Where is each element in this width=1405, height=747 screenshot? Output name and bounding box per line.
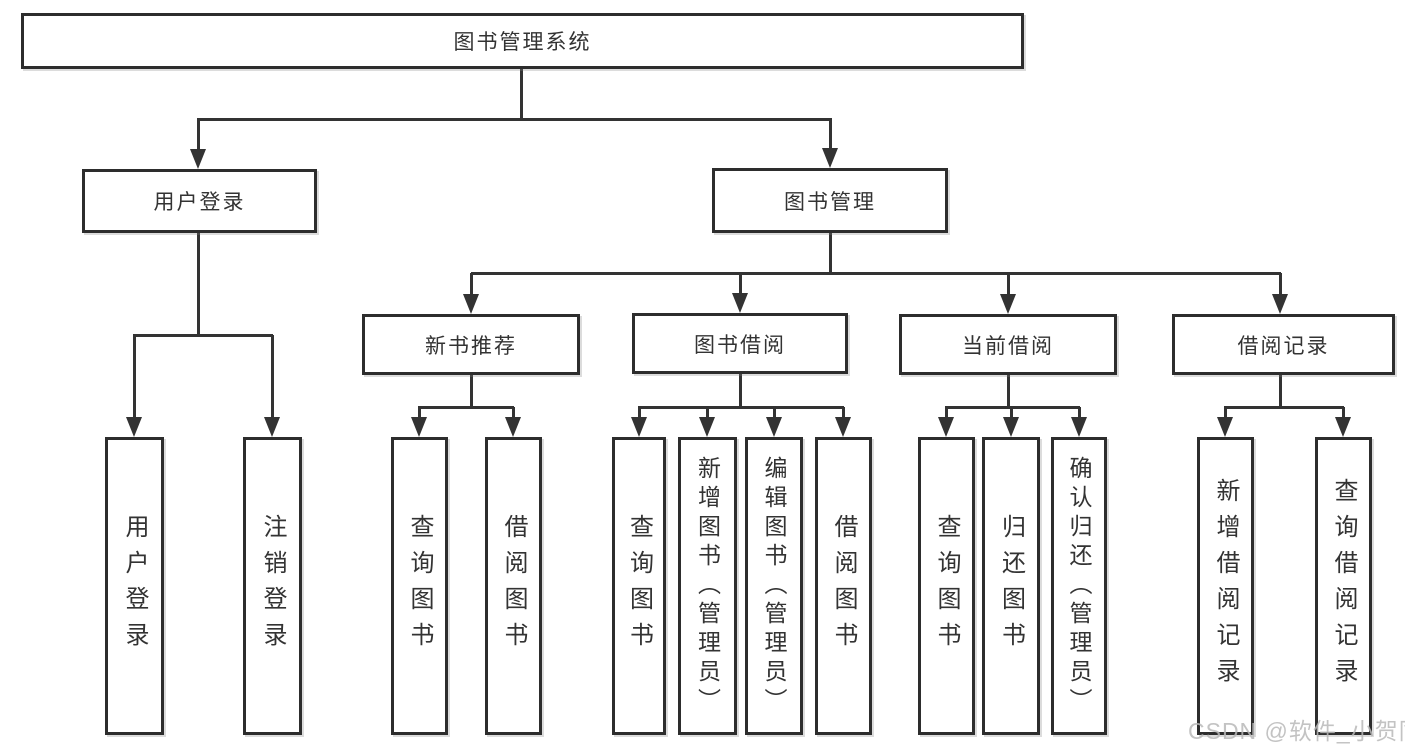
arrow-down-icon bbox=[126, 417, 142, 437]
connector-hline bbox=[945, 405, 1080, 409]
arrow-stem bbox=[1006, 273, 1010, 294]
node-add-book-admin: 新增图书（管理员） bbox=[678, 437, 737, 735]
arrow-stem bbox=[1278, 273, 1282, 294]
arrow-stem bbox=[511, 407, 515, 417]
node-current-borrow: 当前借阅 bbox=[899, 314, 1117, 375]
arrow-stem bbox=[705, 407, 709, 417]
arrow-stem bbox=[637, 407, 641, 417]
connector-hline bbox=[418, 405, 514, 409]
connector-vline bbox=[738, 374, 742, 408]
connector-hline bbox=[638, 405, 844, 409]
connector-hline bbox=[133, 333, 273, 337]
arrow-down-icon bbox=[505, 417, 521, 437]
node-book-borrow: 图书借阅 bbox=[632, 313, 848, 374]
arrow-down-icon bbox=[822, 148, 838, 168]
connector-hline bbox=[197, 117, 832, 121]
node-return-book: 归还图书 bbox=[982, 437, 1040, 735]
node-user-login-op: 用户登录 bbox=[105, 437, 164, 735]
node-root: 图书管理系统 bbox=[21, 13, 1024, 69]
node-borrow-book-rec: 借阅图书 bbox=[485, 437, 542, 735]
arrow-stem bbox=[1077, 407, 1081, 417]
node-query-book-borrow: 查询图书 bbox=[612, 437, 666, 735]
arrow-stem bbox=[1009, 407, 1013, 417]
node-confirm-return-admin: 确认归还（管理员） bbox=[1051, 437, 1107, 735]
connector-vline bbox=[519, 69, 523, 119]
arrow-stem bbox=[944, 407, 948, 417]
node-book-mgmt: 图书管理 bbox=[712, 168, 948, 233]
arrow-down-icon bbox=[1071, 417, 1087, 437]
arrow-down-icon bbox=[938, 417, 954, 437]
connector-hline bbox=[1224, 405, 1344, 409]
connector-vline bbox=[1278, 375, 1282, 408]
watermark-text: CSDN @软件_小贺同学 bbox=[1188, 718, 1405, 744]
arrow-stem bbox=[738, 273, 742, 293]
arrow-stem bbox=[270, 335, 274, 417]
arrow-down-icon bbox=[264, 417, 280, 437]
connector-vline bbox=[828, 233, 832, 274]
arrow-stem bbox=[828, 119, 832, 148]
arrow-down-icon bbox=[1272, 294, 1288, 314]
arrow-down-icon bbox=[463, 294, 479, 314]
node-borrow-book: 借阅图书 bbox=[815, 437, 872, 735]
connector-vline bbox=[469, 375, 473, 408]
connector-vline bbox=[1006, 375, 1010, 408]
connector-vline bbox=[196, 233, 200, 336]
arrow-stem bbox=[841, 407, 845, 417]
connector-hline bbox=[471, 271, 1281, 275]
node-add-borrow-record: 新增借阅记录 bbox=[1197, 437, 1254, 735]
arrow-stem bbox=[1223, 407, 1227, 417]
node-borrow-record: 借阅记录 bbox=[1172, 314, 1395, 375]
node-query-book-current: 查询图书 bbox=[918, 437, 975, 735]
node-edit-book-admin: 编辑图书（管理员） bbox=[745, 437, 803, 735]
node-logout-op: 注销登录 bbox=[243, 437, 302, 735]
arrow-down-icon bbox=[1217, 417, 1233, 437]
node-query-borrow-record: 查询借阅记录 bbox=[1315, 437, 1372, 735]
arrow-down-icon bbox=[411, 417, 427, 437]
node-query-book-rec: 查询图书 bbox=[391, 437, 448, 735]
node-new-book-rec: 新书推荐 bbox=[362, 314, 580, 375]
arrow-stem bbox=[196, 119, 200, 149]
arrow-down-icon bbox=[699, 417, 715, 437]
arrow-stem bbox=[132, 335, 136, 417]
arrow-down-icon bbox=[190, 149, 206, 169]
node-user-login: 用户登录 bbox=[82, 169, 317, 233]
arrow-down-icon bbox=[631, 417, 647, 437]
arrow-down-icon bbox=[766, 417, 782, 437]
arrow-down-icon bbox=[835, 417, 851, 437]
arrow-down-icon bbox=[1335, 417, 1351, 437]
arrow-stem bbox=[469, 273, 473, 294]
arrow-stem bbox=[772, 407, 776, 417]
arrow-stem bbox=[1341, 407, 1345, 417]
arrow-down-icon bbox=[1000, 294, 1016, 314]
arrow-stem bbox=[417, 407, 421, 417]
arrow-down-icon bbox=[1003, 417, 1019, 437]
arrow-down-icon bbox=[732, 293, 748, 313]
